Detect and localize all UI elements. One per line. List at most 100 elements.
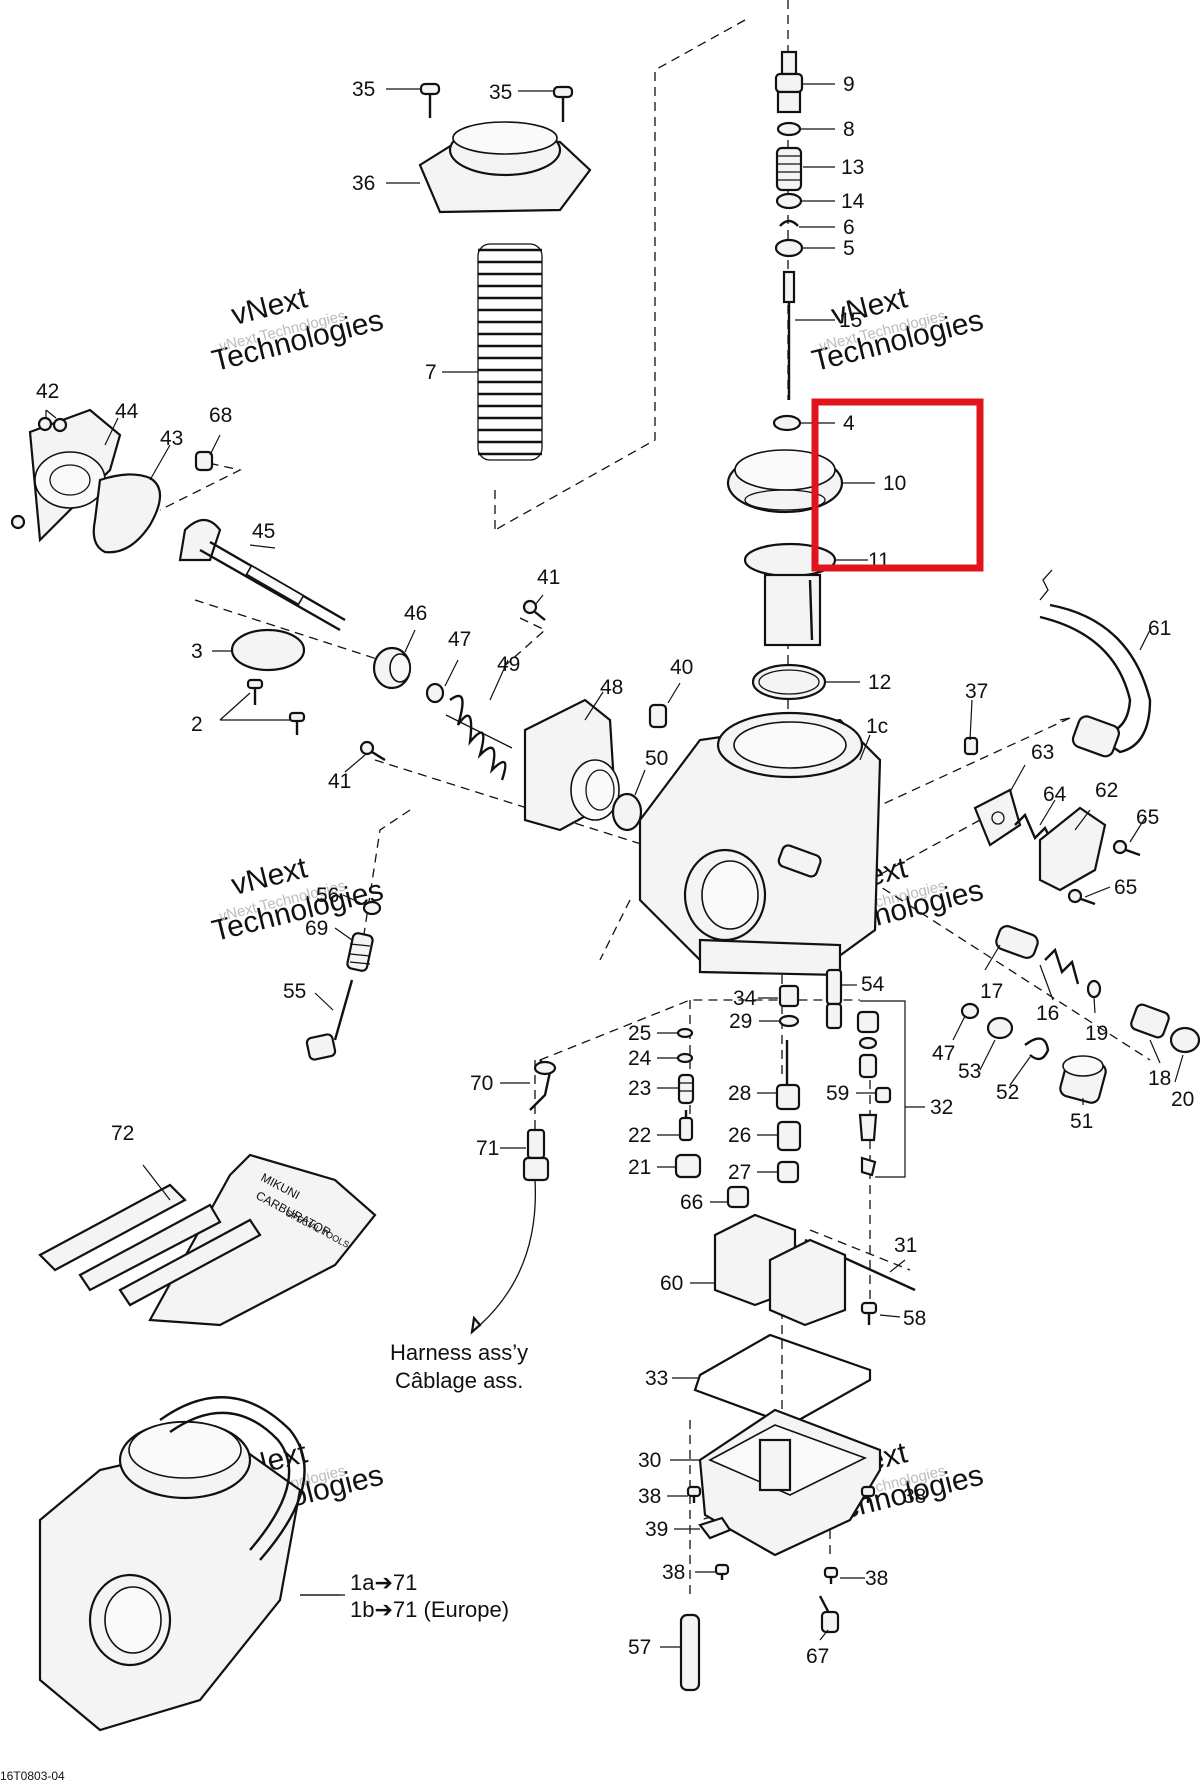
washer-47-left [425,682,445,704]
o-ring-8 [776,121,802,137]
callout-66: 66 [680,1191,703,1214]
throttle-housing-48 [523,698,620,832]
ring-29 [778,1014,800,1028]
screw-65-top [1112,839,1141,857]
cap-51 [1059,1055,1107,1104]
screw-38-a [686,1485,702,1503]
sensor-54 [825,968,843,1030]
callout-40: 40 [670,656,693,679]
bracket-70 [529,1059,557,1111]
float-bowl-30 [698,1408,882,1557]
callout-45: 45 [252,520,275,543]
screw-42-c [10,514,26,530]
spring-16 [1044,947,1080,985]
screw-65-bottom [1067,888,1096,906]
callout-57: 57 [628,1636,651,1659]
watermark: vNext Technologies vNext Technologies [209,851,387,948]
callout-17: 17 [980,980,1003,1003]
callout-60: 60 [660,1272,683,1295]
o-ring-24 [676,1052,694,1064]
jet-66 [726,1185,750,1209]
drain-screw-67 [818,1595,840,1634]
tool-kit-72: MIKUNI CARBURATOR SPECIAL TOOLS [38,1153,377,1327]
callout-61: 61 [1148,617,1171,640]
jet-holder-28 [775,1040,801,1111]
callout-63: 63 [1031,741,1054,764]
callout-13: 13 [841,156,864,179]
callout-35: 35 [352,78,375,101]
vent-hose-61 [1039,569,1152,758]
callout-34: 34 [733,987,757,1010]
carburetor-body-1c [638,711,882,977]
float-60 [713,1213,847,1327]
callout-27: 27 [728,1161,751,1184]
callout-41: 41 [537,566,560,589]
spring-23 [677,1073,695,1105]
nut-68 [194,450,214,472]
callout-1c: 1c [866,715,888,738]
needle-15 [782,270,796,400]
callout-65: 65 [1114,876,1137,899]
watermark: vNext Technologies vNext Technologies [809,281,987,378]
washer-14 [775,192,803,210]
callout-49: 49 [497,653,520,676]
callout-35: 35 [489,81,512,104]
callout-67: 67 [806,1645,829,1668]
fitting-9 [774,50,804,114]
callout-19: 19 [1085,1022,1108,1045]
callout-41: 41 [328,770,351,793]
callout-44: 44 [115,400,139,423]
callout-65: 65 [1136,806,1159,829]
callout-38: 38 [662,1561,685,1584]
screw-41-top [522,599,546,621]
washer-47-right [960,1002,980,1020]
callout-8: 8 [843,118,855,141]
callout-3: 3 [191,640,203,663]
callout-37: 37 [965,680,988,703]
screws-2 [246,678,306,735]
cover-plate-44 [28,408,122,543]
screw-38-c [714,1563,730,1580]
callout-39: 39 [645,1518,668,1541]
highlight-box [811,398,984,572]
callout-2: 2 [191,713,203,736]
tube-57 [679,1613,701,1692]
leader-lines [45,83,1184,1648]
callout-38: 38 [865,1567,888,1590]
callout-51: 51 [1070,1110,1093,1133]
cover-62 [1038,806,1107,892]
clip-6 [779,219,799,227]
screw-37 [963,736,979,756]
gasket-33 [693,1333,872,1427]
plate-63 [973,788,1022,847]
o-ring-50 [611,792,643,832]
callout-12: 12 [868,671,891,694]
clip-32 [860,1156,877,1177]
callout-9: 9 [843,73,855,96]
callout-55: 55 [283,980,306,1003]
harness-arrow [470,1315,482,1335]
callout-48: 48 [600,676,623,699]
callout-16: 16 [1036,1002,1059,1025]
spring-13 [775,146,803,192]
callout-42: 42 [36,380,59,403]
callout-38: 38 [638,1485,661,1508]
jet-26 [776,1120,802,1152]
callout-21: 21 [628,1156,651,1179]
gasket-43 [92,473,162,554]
diaphragm-10 [726,449,844,514]
washer-4 [772,414,802,432]
screw-35-right [552,85,574,122]
callout-52: 52 [996,1081,1019,1104]
callout-54: 54 [861,973,885,996]
heater-71 [522,1128,550,1182]
callout-25: 25 [628,1022,651,1045]
valve-59 [858,1086,892,1142]
callout-20: 20 [1171,1088,1194,1111]
callout-4: 4 [843,412,855,435]
needle-22 [678,1110,694,1142]
return-spring-49 [445,694,513,781]
callout-69: 69 [305,917,328,940]
callout-72: 72 [111,1122,134,1145]
